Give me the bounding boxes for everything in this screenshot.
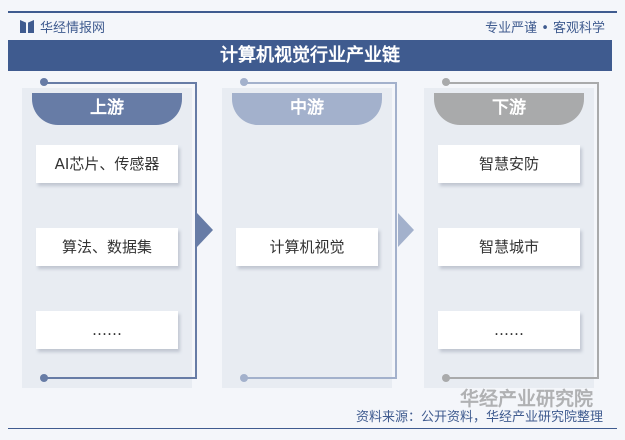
upstream-item: 算法、数据集: [36, 228, 178, 266]
downstream-panel: 下游 智慧安防 智慧城市 ……: [424, 88, 594, 388]
upstream-item: AI芯片、传感器: [36, 145, 178, 183]
bracket-dot: [40, 374, 48, 382]
downstream-item: ……: [438, 311, 580, 349]
bracket-dot: [442, 78, 450, 86]
bracket-dot: [240, 78, 248, 86]
bottom-divider: [8, 428, 617, 429]
downstream-header: 下游: [434, 93, 584, 125]
upstream-header: 上游: [32, 93, 182, 125]
midstream-header: 中游: [232, 93, 382, 125]
upstream-panel: 上游 AI芯片、传感器 算法、数据集 ……: [22, 88, 192, 388]
arrow-right-icon: [398, 213, 414, 247]
upstream-bracket: [44, 82, 197, 379]
bracket-dot: [240, 374, 248, 382]
midstream-item: 计算机视觉: [236, 228, 378, 266]
brand: 华经情报网: [20, 17, 105, 36]
downstream-bracket: [446, 82, 599, 379]
slogan: 专业严谨 • 客观科学: [485, 21, 605, 36]
bracket-dot: [40, 78, 48, 86]
watermark-logo: 华经产业研究院: [460, 388, 594, 410]
upstream-item: ……: [36, 311, 178, 349]
top-divider: [8, 11, 617, 13]
downstream-item: 智慧城市: [438, 228, 580, 266]
brand-name: 华经情报网: [40, 21, 106, 36]
midstream-panel: 中游 计算机视觉: [222, 88, 392, 388]
arrow-right-icon: [197, 213, 213, 247]
bracket-dot: [442, 374, 450, 382]
source-note: 资料来源：公开资料，华经产业研究院整理: [355, 410, 603, 425]
page-title: 计算机视觉行业产业链: [8, 40, 612, 71]
logo-icon: [20, 20, 34, 33]
midstream-bracket: [244, 82, 397, 379]
downstream-item: 智慧安防: [438, 145, 580, 183]
